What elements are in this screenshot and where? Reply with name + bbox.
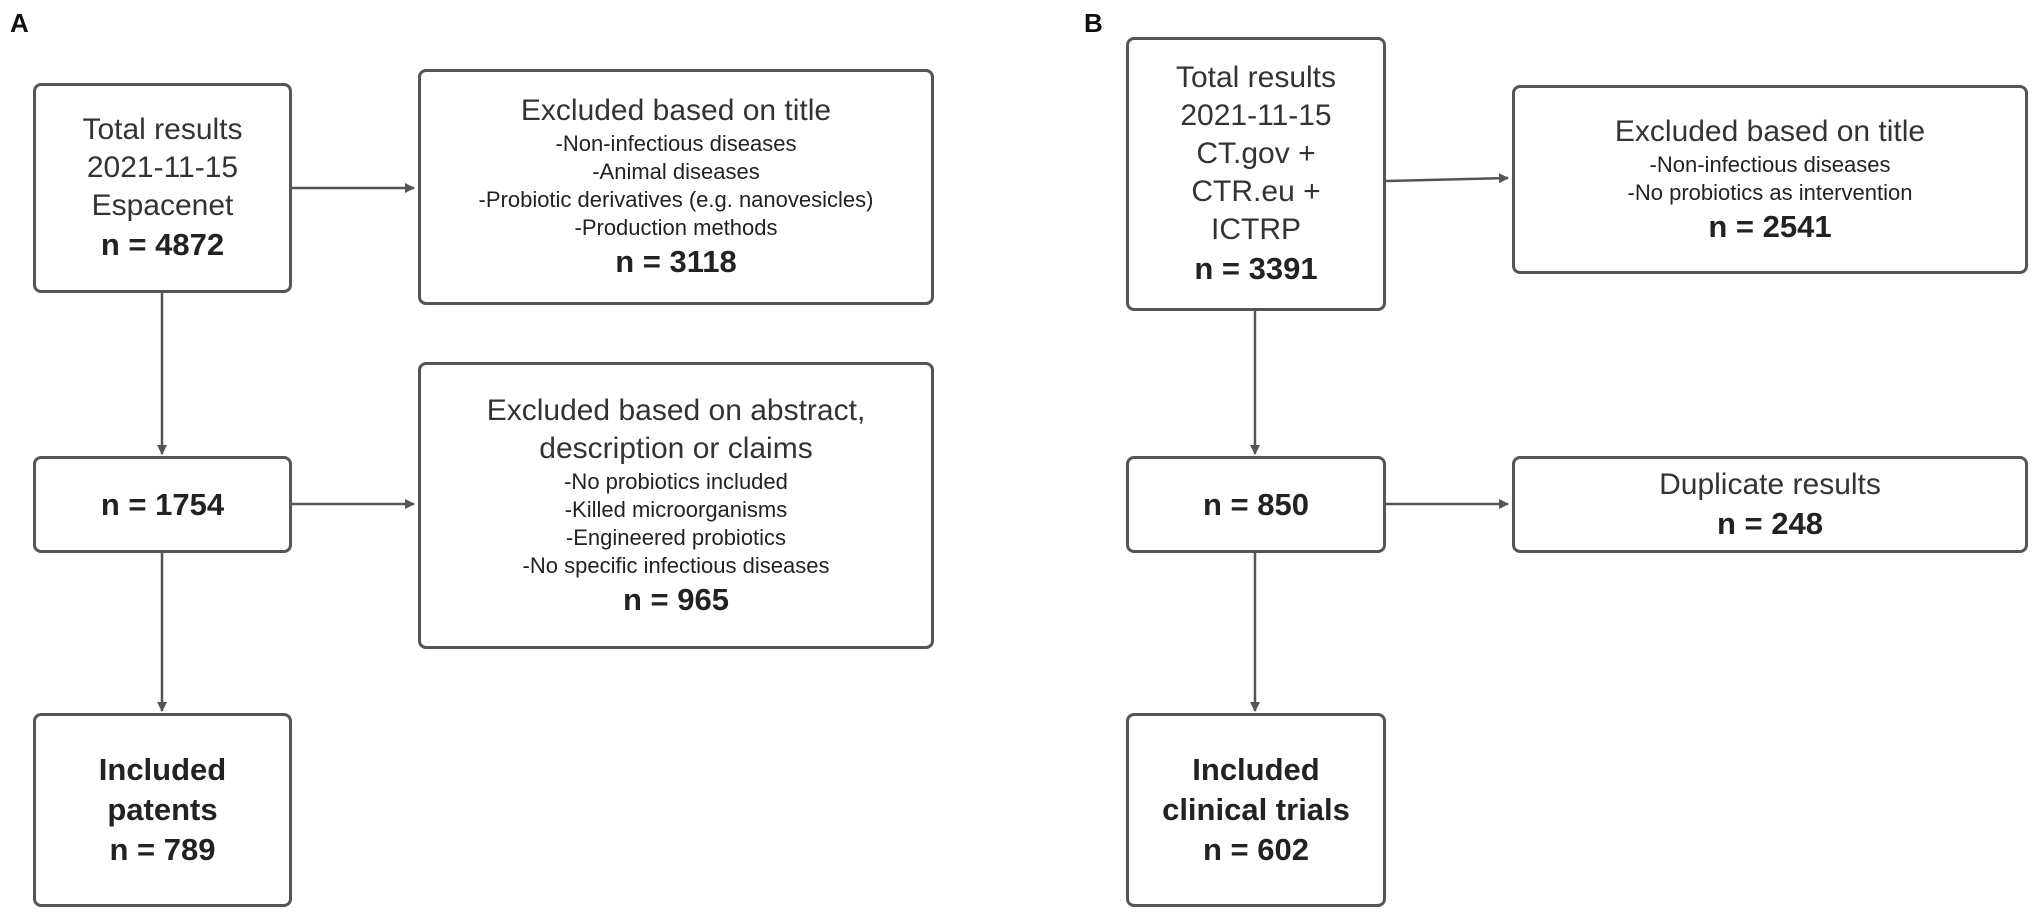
a-excluded-title-item: -Non-infectious diseases — [555, 131, 797, 156]
b-included-line-2: clinical trials — [1162, 792, 1350, 827]
b-total-results-box: Total results 2021-11-15 CT.gov + CTR.eu… — [1126, 37, 1386, 311]
a-after-title-box: n = 1754 — [33, 456, 292, 553]
b-duplicates-count: n = 248 — [1717, 505, 1823, 541]
a-included-box: Included patents n = 789 — [33, 713, 292, 907]
b-included-box: Included clinical trials n = 602 — [1126, 713, 1386, 907]
b-after-title-count: n = 850 — [1203, 486, 1309, 522]
b-excluded-title-item: -No probiotics as intervention — [1627, 179, 1913, 205]
a-excluded-abstract-item: -Killed microorganisms — [564, 496, 788, 522]
b-excluded-title-heading: Excluded based on title — [1614, 114, 1926, 148]
a-excluded-title-item: -Production methods — [574, 215, 778, 240]
b-after-title-box: n = 850 — [1126, 456, 1386, 553]
a-total-line-2: 2021-11-15 — [86, 151, 239, 184]
b-excluded-title-item: -Non-infectious diseases — [1649, 151, 1891, 177]
a-excluded-title-box: Excluded based on title -Non-infectious … — [418, 69, 934, 305]
b-excluded-title-box: Excluded based on title -Non-infectious … — [1512, 85, 2028, 274]
b-included-count: n = 602 — [1203, 832, 1309, 867]
a-excluded-abstract-count: n = 965 — [623, 581, 729, 617]
b-duplicates-box: Duplicate results n = 248 — [1512, 456, 2028, 553]
a-excluded-title-item: -Animal diseases — [592, 159, 760, 184]
b-total-line-2: 2021-11-15 — [1180, 99, 1332, 132]
a-excluded-abstract-box: Excluded based on abstract, description … — [418, 362, 934, 649]
a-excluded-abstract-item: -Engineered probiotics — [565, 524, 787, 550]
a-included-line-2: patents — [107, 792, 218, 827]
panel-a-label: A — [10, 8, 29, 38]
a-included-line-1: Included — [98, 752, 227, 787]
a-excluded-title-heading: Excluded based on title — [520, 94, 832, 127]
b-total-line-3: CT.gov + — [1196, 137, 1316, 170]
arrow-b-total-to-excluded-title — [1385, 173, 1509, 184]
b-excluded-title-count: n = 2541 — [1708, 208, 1832, 244]
a-excluded-abstract-heading-2: description or claims — [539, 431, 813, 465]
a-after-title-count: n = 1754 — [100, 486, 225, 522]
a-excluded-abstract-item: -No probiotics included — [564, 468, 788, 494]
a-excluded-abstract-item: -No specific infectious diseases — [522, 552, 830, 578]
a-total-line-3: Espacenet — [91, 189, 234, 222]
b-included-line-1: Included — [1192, 752, 1320, 787]
b-total-line-5: ICTRP — [1211, 213, 1301, 246]
b-total-line-4: CTR.eu + — [1191, 175, 1321, 208]
b-duplicates-heading: Duplicate results — [1659, 467, 1881, 501]
a-included-count: n = 789 — [109, 832, 216, 867]
a-excluded-title-count: n = 3118 — [615, 244, 737, 279]
a-total-count: n = 4872 — [100, 227, 225, 262]
a-total-results-box: Total results 2021-11-15 Espacenet n = 4… — [33, 83, 292, 293]
b-total-count: n = 3391 — [1194, 251, 1318, 286]
a-total-line-1: Total results — [82, 113, 243, 146]
a-excluded-title-item: -Probiotic derivatives (e.g. nanovesicle… — [478, 187, 874, 212]
a-excluded-abstract-heading-1: Excluded based on abstract, — [486, 393, 866, 427]
panel-b-label: B — [1084, 8, 1103, 38]
b-total-line-1: Total results — [1175, 61, 1337, 94]
